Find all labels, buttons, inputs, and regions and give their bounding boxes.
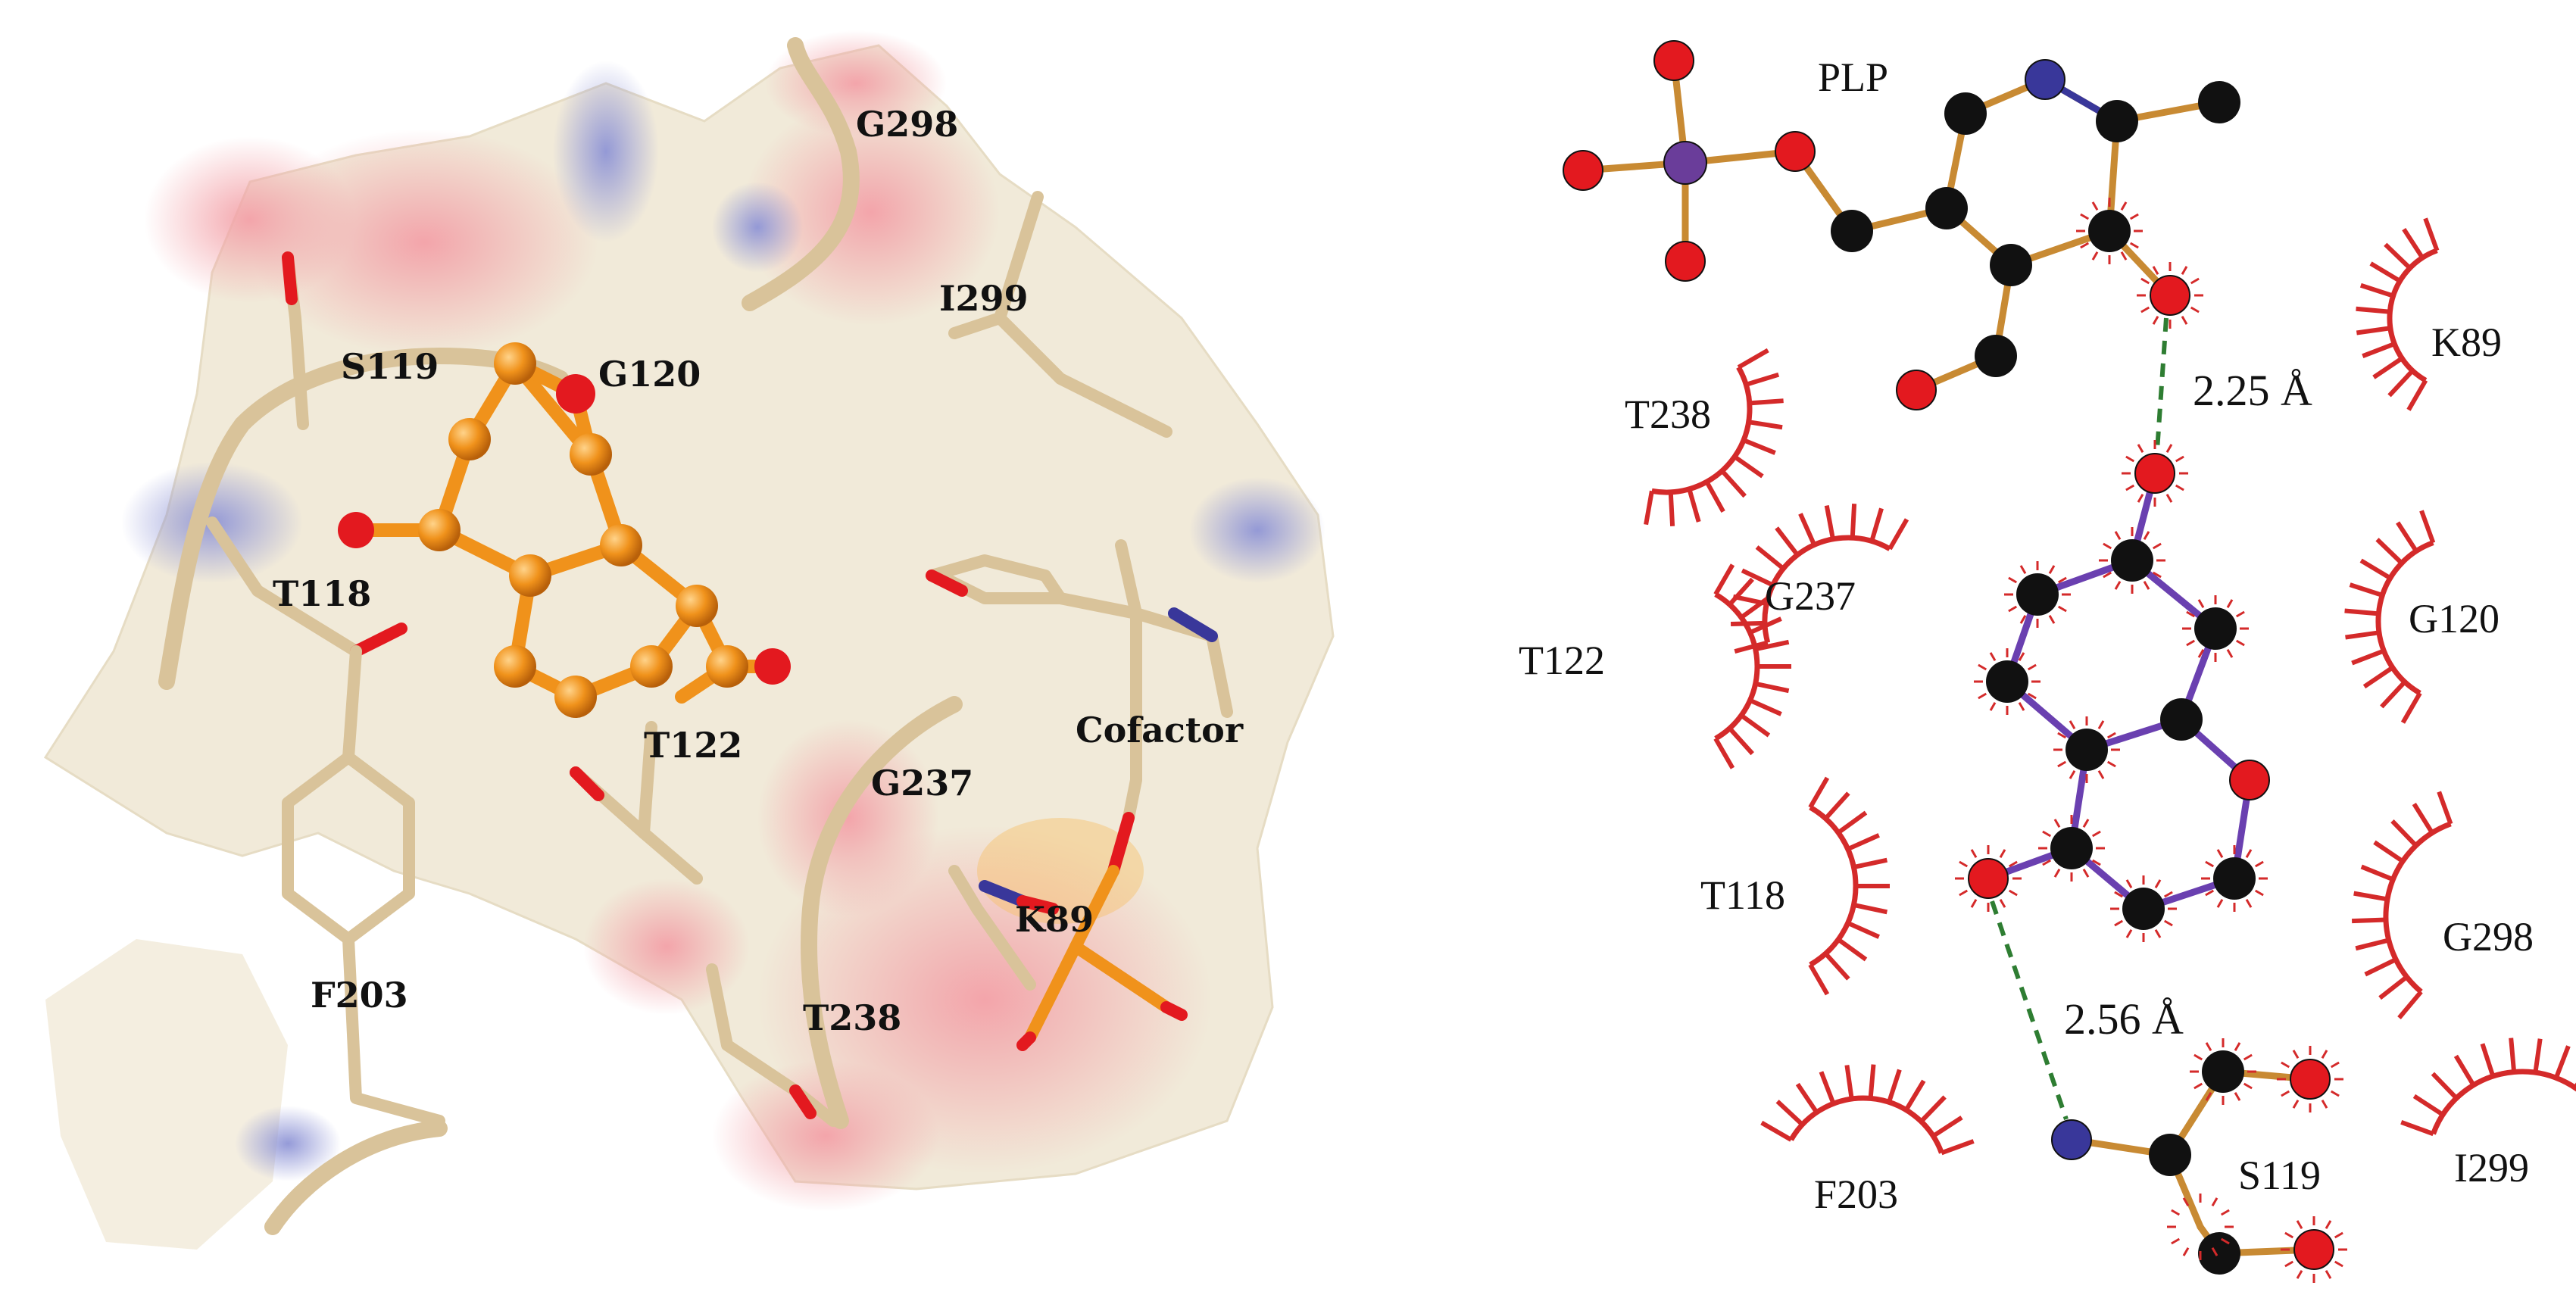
label-3d-g237: G237 xyxy=(871,763,973,804)
hbond-ligand-s119 xyxy=(1990,900,2069,1120)
atom-spikes-1 xyxy=(2137,262,2203,329)
atom-spikes-9 xyxy=(2038,815,2105,882)
backbone-tubes xyxy=(158,37,963,1235)
hydrophobic-arc-i299 xyxy=(2400,1038,2576,1137)
atom-spikes-2 xyxy=(2122,440,2188,507)
label-2d-k89: K89 xyxy=(2431,320,2502,365)
plp-label: PLP xyxy=(1818,55,1888,100)
label-3d-cofactor: Cofactor xyxy=(1076,710,1244,750)
label-2d-g120: G120 xyxy=(2409,596,2500,641)
residue-labels-2d: K89 T238 G237 G120 T122 T118 G298 F203 S… xyxy=(1519,320,2534,1217)
label-3d-f203: F203 xyxy=(311,975,408,1016)
label-2d-i299: I299 xyxy=(2454,1145,2529,1190)
label-3d-t122: T122 xyxy=(644,725,742,766)
hydrophobic-arc-f203 xyxy=(1760,1064,1975,1156)
label-2d-f203: F203 xyxy=(1814,1172,1898,1217)
label-3d-i299: I299 xyxy=(939,278,1029,319)
hydrophobic-arc-t118 xyxy=(1808,776,1890,996)
label-3d-k89: K89 xyxy=(1015,899,1094,940)
hydrophobic-arc-t238 xyxy=(1644,348,1784,526)
label-2d-t122: T122 xyxy=(1519,638,1605,683)
label-3d-g120: G120 xyxy=(598,354,701,395)
label-2d-t238: T238 xyxy=(1625,392,1711,437)
atom-contact-spikes xyxy=(1955,198,2347,1283)
hydrogen-bonds xyxy=(1990,317,2169,1120)
ligand-ball-and-stick xyxy=(338,342,791,718)
side-chain-sticks xyxy=(206,191,1233,1127)
label-3d-s119: S119 xyxy=(341,346,439,387)
interaction-diagram-2d: PLP xyxy=(1519,40,2576,1283)
binding-pocket-3d-view: G298 I299 S119 G120 T118 T122 G237 Cofac… xyxy=(43,30,1335,1250)
hydrophobic-arc-k89 xyxy=(2356,217,2440,411)
hydrophobic-arc-g298 xyxy=(2352,791,2453,1019)
distance-label-1: 2.25 Å xyxy=(2193,366,2312,415)
label-3d-t238: T238 xyxy=(803,997,901,1038)
atom-spikes-5 xyxy=(1974,648,2041,715)
hbond-plp-ligand xyxy=(2155,317,2169,451)
distance-label-2: 2.56 Å xyxy=(2064,994,2184,1044)
atom-spikes-13 xyxy=(2190,1038,2256,1105)
atom-spikes-6 xyxy=(2053,716,2120,783)
plp-cofactor: PLP xyxy=(1563,40,2240,410)
label-3d-g298: G298 xyxy=(856,104,958,145)
atom-spikes-15 xyxy=(2281,1216,2347,1283)
hydrophobic-contact-arcs xyxy=(1644,217,2576,1156)
atom-spikes-3 xyxy=(2099,527,2165,594)
atom-spikes-8 xyxy=(1955,845,2022,912)
atom-spikes-12 xyxy=(2277,1046,2343,1112)
atom-spikes-0 xyxy=(2076,198,2143,264)
hydrophobic-arc-t122 xyxy=(1713,563,1791,769)
atom-spikes-10 xyxy=(2110,875,2177,942)
atom-spikes-4 xyxy=(2004,561,2071,628)
label-2d-g298: G298 xyxy=(2443,914,2534,960)
serine-s119-fragment xyxy=(2051,1050,2334,1275)
atom-spikes-14 xyxy=(2167,1194,2234,1260)
atom-spikes-7 xyxy=(2182,595,2249,662)
label-2d-t118: T118 xyxy=(1700,872,1785,918)
hydrophobic-arc-g237 xyxy=(1730,504,1909,654)
ligand-2d xyxy=(1968,453,2270,930)
label-2d-s119: S119 xyxy=(2238,1153,2321,1198)
residue-labels-3d: G298 I299 S119 G120 T118 T122 G237 Cofac… xyxy=(273,104,1244,1038)
atom-spikes-11 xyxy=(2201,845,2268,912)
label-3d-t118: T118 xyxy=(273,573,371,614)
label-2d-g237: G237 xyxy=(1765,573,1856,619)
hydrophobic-arc-g120 xyxy=(2344,510,2436,724)
